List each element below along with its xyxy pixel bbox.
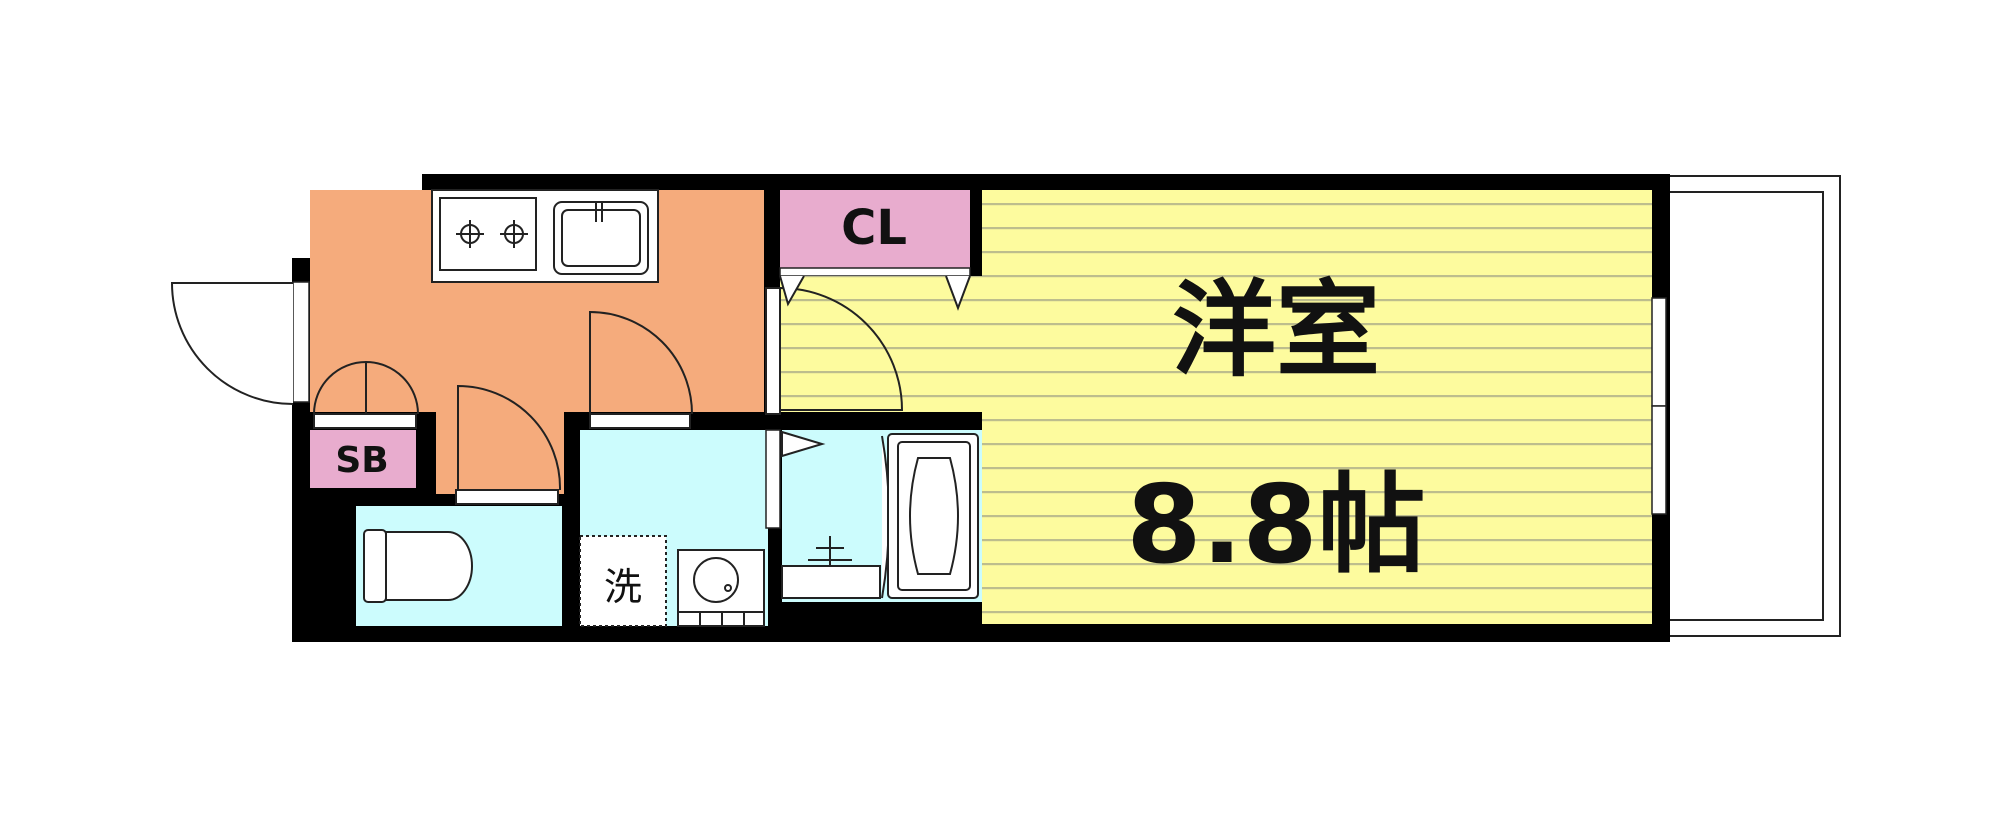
- bathtub-icon: [881, 433, 979, 599]
- balcony-window: [1651, 297, 1667, 515]
- stove-burner-icon: [456, 220, 528, 248]
- western-room: [982, 190, 1652, 624]
- sink-icon: [553, 201, 649, 275]
- storage-closet: [780, 190, 970, 272]
- bath-sink-icon: [781, 430, 881, 599]
- shoe-box-label: SB: [335, 440, 388, 481]
- room-size: 8.8帖: [1126, 463, 1425, 588]
- room-door: [765, 287, 904, 415]
- toilet-door: [455, 384, 562, 505]
- shoe-box-doors: [313, 360, 419, 429]
- toilet-icon: [363, 529, 473, 603]
- shoe-box: [310, 430, 416, 488]
- balcony: [1667, 175, 1841, 637]
- room-name: 洋室: [1172, 269, 1380, 391]
- closet-strip: [779, 267, 971, 277]
- washroom-door: [589, 310, 693, 429]
- entrance-door: [170, 281, 310, 405]
- wash-basin-icon: [677, 549, 765, 627]
- closet-label: CL: [841, 200, 907, 256]
- laundry-space: 洗: [579, 535, 667, 627]
- kitchen-counter: [431, 189, 659, 283]
- bath-sliding-door: [765, 429, 781, 529]
- closet-folding-doors: [779, 275, 971, 311]
- laundry-label: 洗: [604, 565, 642, 609]
- kitchen-area-lower: [436, 412, 564, 494]
